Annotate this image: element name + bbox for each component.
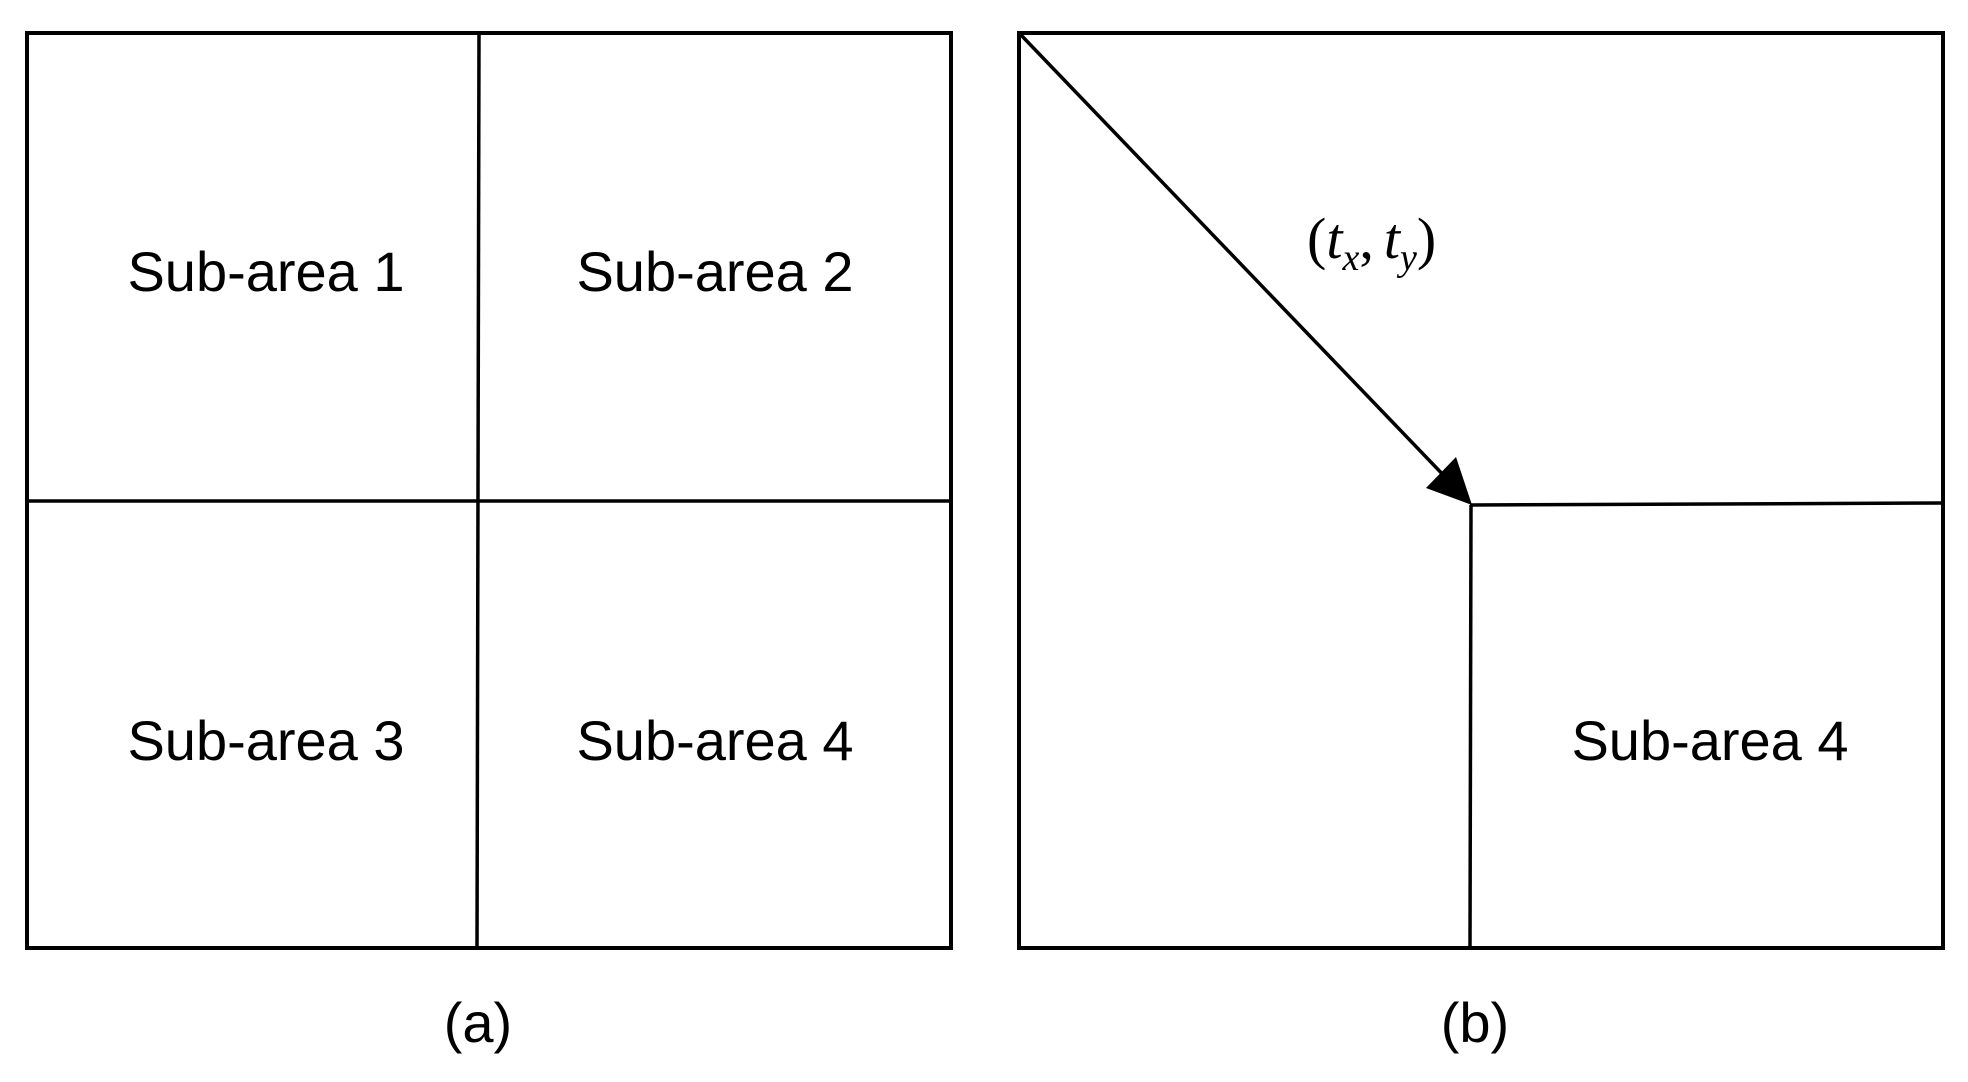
panel-a-caption: (a) <box>444 991 512 1054</box>
sub-area-1-label: Sub-area 1 <box>127 240 404 303</box>
translated-top-edge <box>1469 501 1944 507</box>
panel-b-frame <box>1017 31 1945 950</box>
sub-area-4-label: Sub-area 4 <box>576 709 853 772</box>
translated-left-edge <box>1468 504 1473 949</box>
sub-area-2-label: Sub-area 2 <box>576 240 853 303</box>
translation-offset-label: (tx,ty) <box>1307 206 1436 279</box>
panel-b-caption: (b) <box>1441 991 1509 1054</box>
sub-area-3-label: Sub-area 3 <box>127 709 404 772</box>
offset-var-tx: t <box>1326 206 1344 271</box>
translation-arrowhead <box>1426 457 1472 505</box>
offset-open-paren: ( <box>1307 206 1326 271</box>
offset-close-paren: ) <box>1417 206 1436 271</box>
panel-a-vertical-divider <box>475 32 481 949</box>
panel-a: Sub-area 1 Sub-area 2 Sub-area 3 Sub-are… <box>25 31 953 1054</box>
translation-arrow <box>1019 33 1452 484</box>
offset-sub-y: y <box>1396 237 1417 279</box>
panel-b: (tx,ty) Sub-area 4 (b) <box>1017 31 1945 1054</box>
offset-var-ty: t <box>1384 206 1402 271</box>
offset-comma: , <box>1359 206 1374 271</box>
sub-area-4-translated-label: Sub-area 4 <box>1571 709 1848 772</box>
panel-a-frame <box>25 31 953 950</box>
offset-sub-x: x <box>1341 237 1359 279</box>
